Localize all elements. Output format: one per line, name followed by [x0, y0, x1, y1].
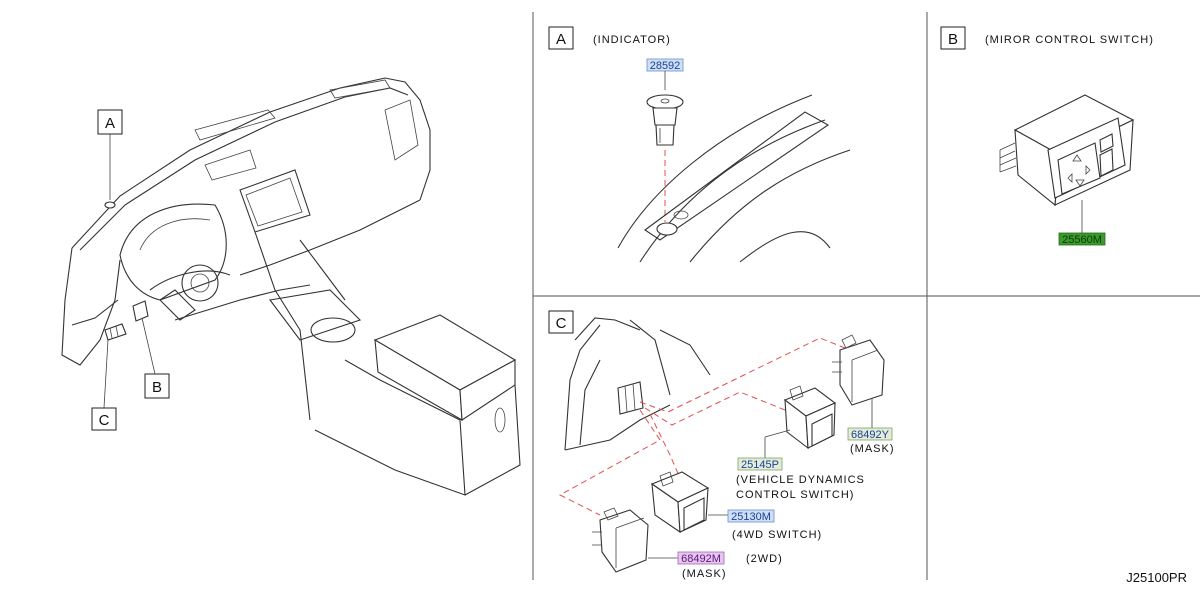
part-25145P-caption-line2: CONTROL SWITCH)	[736, 489, 854, 501]
part-25130M-caption: (4WD SWITCH)	[732, 529, 822, 541]
route-68492Y	[639, 337, 846, 413]
vdc-switch-illustration	[783, 385, 837, 450]
part-68492Y-caption: (MASK)	[850, 443, 895, 455]
dash-surface-illustration	[617, 94, 851, 263]
panel-a-letter: A	[556, 31, 566, 48]
part-68492M-number: 68492M	[681, 553, 721, 565]
diagram-code: J25100PR	[1126, 570, 1187, 585]
panel-a: A (INDICATOR) 28592	[548, 26, 851, 263]
part-25145P-number: 25145P	[741, 459, 779, 471]
part-68492M-extra-caption: (2WD)	[746, 553, 783, 565]
route-25130M	[649, 413, 681, 479]
part-68492M-badge[interactable]	[677, 551, 725, 565]
part-25560M-badge[interactable]	[1058, 232, 1106, 246]
dashboard-overview-illustration	[61, 77, 521, 496]
overview-callout-c[interactable]: C	[91, 407, 117, 431]
part-25130M-badge[interactable]	[727, 509, 775, 523]
leader-b	[141, 317, 156, 375]
panel-b-title: (MIROR CONTROL SWITCH)	[985, 34, 1154, 46]
indicator-part-illustration	[646, 94, 684, 146]
overview-callout-c-text: C	[99, 412, 110, 429]
panel-b: B (MIROR CONTROL SWITCH) 25560M	[940, 26, 1154, 246]
mask-68492Y-illustration	[832, 334, 885, 406]
route-68492M	[558, 409, 661, 516]
part-25560M-number: 25560M	[1062, 234, 1102, 246]
leader-c	[103, 339, 109, 409]
panel-a-title: (INDICATOR)	[593, 34, 671, 46]
part-68492Y-number: 68492Y	[851, 429, 890, 441]
part-25145P-caption-line1: (VEHICLE DYNAMICS	[736, 474, 865, 486]
part-68492M-caption: (MASK)	[682, 568, 727, 580]
part-25145P-badge[interactable]	[737, 457, 783, 471]
panel-c: C 68492Y (MASK)	[548, 310, 895, 580]
part-25130M-number: 25130M	[731, 511, 771, 523]
route-25145P	[644, 391, 791, 426]
overview-callout-a-text: A	[105, 115, 115, 132]
mirror-switch-illustration	[999, 94, 1135, 207]
panel-c-letter: C	[556, 315, 567, 332]
mask-68492M-illustration	[592, 507, 649, 573]
overview-callout-b-text: B	[152, 379, 162, 396]
part-28592-number: 28592	[650, 60, 681, 72]
4wd-switch-illustration	[650, 471, 710, 534]
panel-b-letter-box	[940, 26, 966, 50]
panel-a-letter-box	[548, 26, 574, 50]
panel-b-letter: B	[948, 31, 958, 48]
overview-callout-a[interactable]: A	[97, 109, 123, 135]
part-68492Y-badge[interactable]	[847, 427, 893, 441]
side-panel-illustration	[564, 317, 711, 451]
panel-c-letter-box	[548, 310, 574, 334]
overview-callout-b[interactable]: B	[144, 373, 170, 399]
